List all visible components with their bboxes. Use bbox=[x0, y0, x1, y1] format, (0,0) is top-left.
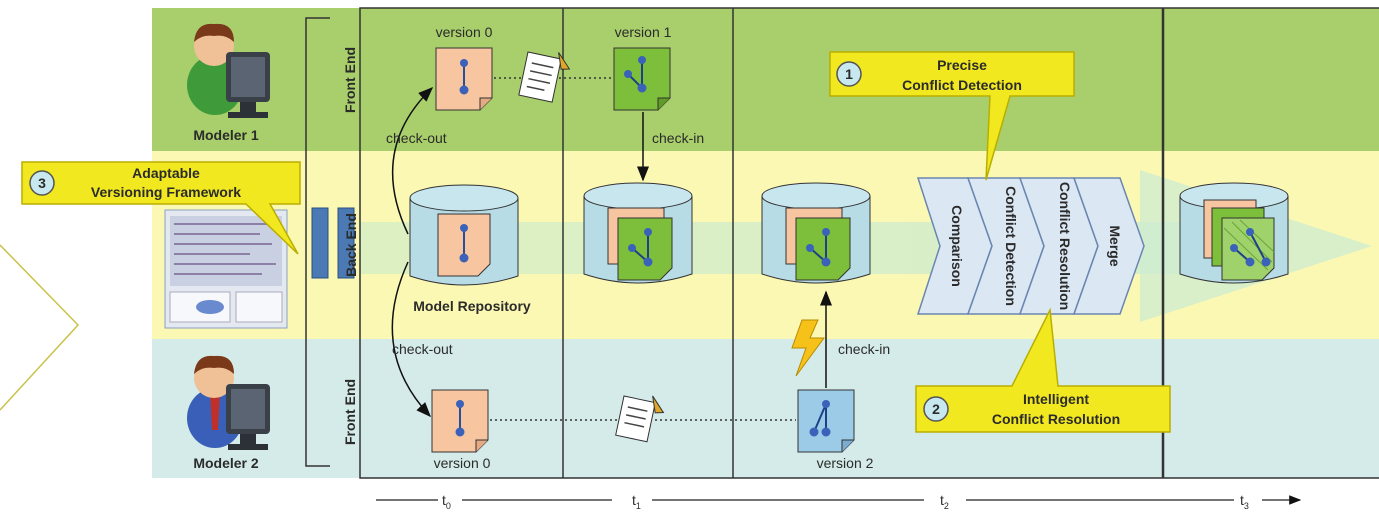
edit-notepad-icon-top bbox=[518, 51, 571, 103]
check-in-top-label: check-in bbox=[652, 130, 704, 146]
back-end-handle-2 bbox=[337, 207, 355, 279]
repository-cylinder-t2 bbox=[761, 182, 871, 284]
repository-cylinder-t1 bbox=[583, 182, 693, 284]
callout-3: 3 Adaptable Versioning Framework bbox=[21, 161, 301, 255]
back-end-label: Back End bbox=[343, 213, 359, 277]
check-out-top-label: check-out bbox=[386, 130, 447, 146]
lane-bracket bbox=[305, 17, 330, 467]
version-0-top-doc bbox=[435, 47, 493, 111]
version-0-top-label: version 0 bbox=[436, 24, 493, 40]
pipeline-label-conflict-resolution: Conflict Resolution bbox=[1057, 182, 1073, 310]
callout-1-line2: Conflict Detection bbox=[902, 77, 1022, 93]
check-out-arrow-bottom bbox=[391, 261, 432, 418]
pipeline-label-merge: Merge bbox=[1107, 225, 1123, 266]
callout-1-number: 1 bbox=[845, 66, 853, 82]
diagram-frame bbox=[359, 7, 1379, 479]
callout-2: 2 Intelligent Conflict Resolution bbox=[915, 307, 1171, 433]
pipeline: Comparison Conflict Detection Conflict R… bbox=[916, 177, 1145, 315]
callout-2-line2: Conflict Resolution bbox=[992, 411, 1120, 427]
version-0-bottom-label: version 0 bbox=[434, 455, 491, 471]
callout-1: 1 Precise Conflict Detection bbox=[829, 51, 1075, 181]
pipeline-step-merge bbox=[1072, 177, 1145, 315]
callout-2-line1: Intelligent bbox=[1023, 391, 1089, 407]
callout-3-number: 3 bbox=[38, 175, 46, 191]
edit-notepad-icon-bottom bbox=[615, 395, 665, 443]
framework-screenshot-thumbnail bbox=[164, 209, 288, 329]
modeler-2-label: Modeler 2 bbox=[193, 455, 259, 471]
modeler-2-avatar bbox=[187, 355, 270, 450]
check-out-bottom-label: check-out bbox=[392, 341, 453, 357]
conflict-lightning-icon bbox=[791, 319, 825, 377]
modeler-1-avatar bbox=[187, 23, 270, 118]
front-end-top-lane bbox=[152, 8, 1379, 151]
front-end-top-label: Front End bbox=[342, 47, 358, 113]
version-1-label: version 1 bbox=[615, 24, 672, 40]
timeline: t0 t1 t2 t3 bbox=[376, 492, 1302, 511]
model-repository-label: Model Repository bbox=[413, 298, 531, 314]
version-2-label: version 2 bbox=[817, 455, 874, 471]
decorative-chevron bbox=[0, 244, 80, 411]
version-0-bottom-doc bbox=[431, 389, 489, 453]
time-label-t0: t0 bbox=[442, 492, 451, 511]
repository-cylinder-t3 bbox=[1179, 182, 1289, 284]
pipeline-label-comparison: Comparison bbox=[949, 205, 965, 287]
modeler-1-label: Modeler 1 bbox=[193, 127, 259, 143]
callout-3-line1: Adaptable bbox=[132, 165, 200, 181]
time-label-t2: t2 bbox=[940, 492, 949, 511]
pipeline-label-conflict-detection: Conflict Detection bbox=[1003, 186, 1019, 306]
callout-1-line1: Precise bbox=[937, 57, 987, 73]
time-label-t1: t1 bbox=[632, 492, 641, 511]
version-2-doc bbox=[797, 389, 855, 453]
check-out-arrow-top bbox=[391, 86, 434, 235]
front-end-bottom-lane bbox=[152, 339, 1379, 478]
model-repository-cylinder bbox=[409, 184, 519, 286]
check-in-bottom-label: check-in bbox=[838, 341, 890, 357]
back-end-handle-1 bbox=[311, 207, 329, 279]
version-1-doc bbox=[613, 47, 671, 111]
time-label-t3: t3 bbox=[1240, 492, 1249, 511]
front-end-bottom-label: Front End bbox=[342, 379, 358, 445]
callout-3-line2: Versioning Framework bbox=[91, 184, 241, 200]
callout-2-number: 2 bbox=[932, 401, 940, 417]
